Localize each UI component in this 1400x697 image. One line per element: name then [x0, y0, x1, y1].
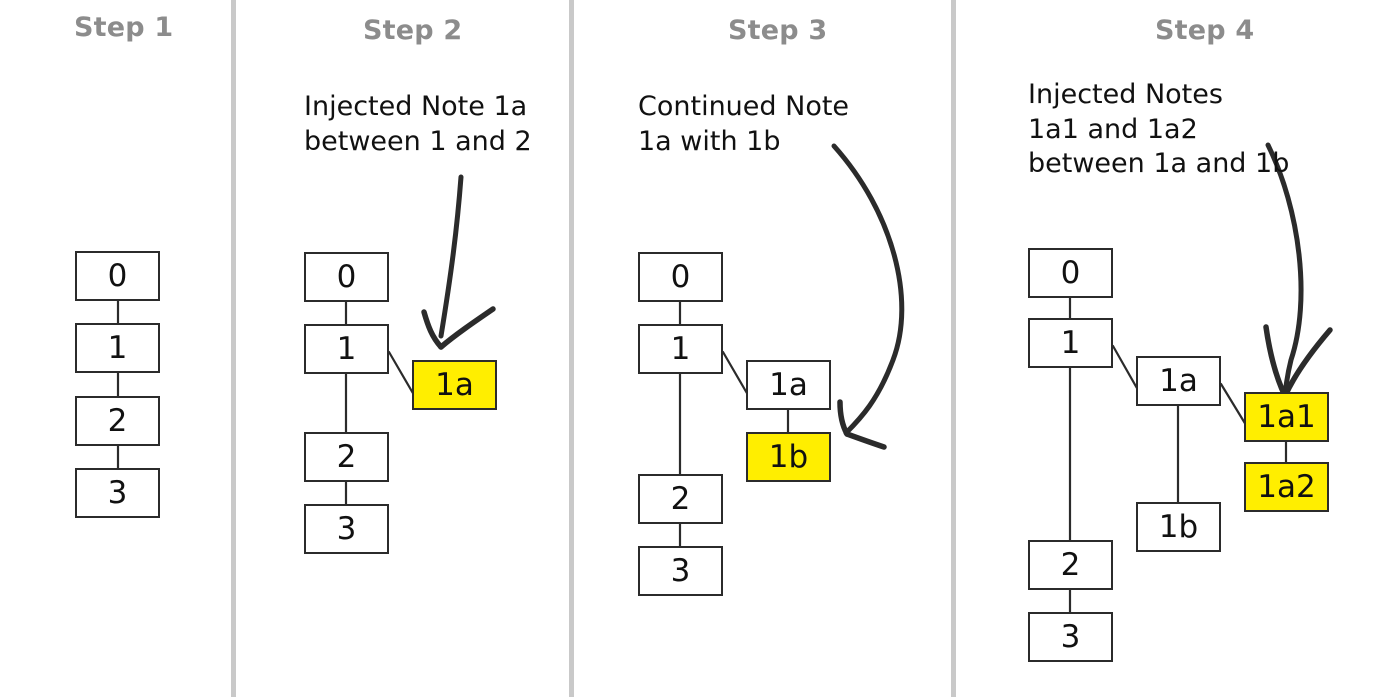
- step-3-node-1b[interactable]: 1b: [746, 432, 831, 482]
- arrow-barb-right: [1282, 327, 1333, 399]
- step-3-node-1a[interactable]: 1a: [746, 360, 831, 410]
- step-3-node-3[interactable]: 3: [638, 546, 723, 596]
- step-caption-3: Continued Note 1a with 1b: [638, 91, 850, 157]
- step-2-node-3[interactable]: 3: [304, 504, 389, 554]
- step-4-node-1[interactable]: 1: [1028, 318, 1113, 368]
- arrow-barb-right: [844, 431, 887, 450]
- step-1-node-1[interactable]: 1: [75, 323, 160, 373]
- arrow-shaft: [831, 143, 905, 436]
- step-4-edge-1a-1a1: [1219, 382, 1248, 427]
- step-3-node-0[interactable]: 0: [638, 252, 723, 302]
- step-1-node-2[interactable]: 2: [75, 396, 160, 446]
- divider-2: [569, 0, 574, 697]
- step-caption-2: Injected Note 1a between 1 and 2: [304, 91, 532, 157]
- step-4-node-2[interactable]: 2: [1028, 540, 1113, 590]
- step-title-2: Step 2: [363, 15, 463, 46]
- arrow-barb-left: [421, 309, 444, 350]
- step-4-node-0[interactable]: 0: [1028, 248, 1113, 298]
- step-2-node-0[interactable]: 0: [304, 252, 389, 302]
- step-2-edge-1-1a: [387, 350, 416, 397]
- step-4-node-1a[interactable]: 1a: [1136, 356, 1221, 406]
- divider-1: [231, 0, 236, 697]
- step-4-node-3[interactable]: 3: [1028, 612, 1113, 662]
- step-title-1: Step 1: [74, 12, 174, 43]
- step-2-node-2[interactable]: 2: [304, 432, 389, 482]
- step-1-node-3[interactable]: 3: [75, 468, 160, 518]
- step-2-annotation-arrow: [421, 174, 496, 350]
- step-3-node-1[interactable]: 1: [638, 324, 723, 374]
- divider-3: [951, 0, 956, 697]
- step-3-node-2[interactable]: 2: [638, 474, 723, 524]
- step-title-3: Step 3: [728, 15, 828, 46]
- arrow-barb-right: [438, 306, 496, 350]
- step-4-edge-1-1a: [1111, 344, 1140, 392]
- step-4-node-1a1[interactable]: 1a1: [1244, 392, 1329, 442]
- step-1-node-0[interactable]: 0: [75, 251, 160, 301]
- arrow-barb-left: [837, 399, 850, 437]
- step-title-4: Step 4: [1155, 15, 1255, 46]
- step-3-annotation-arrow: [831, 143, 905, 450]
- step-4-node-1a2[interactable]: 1a2: [1244, 462, 1329, 512]
- arrow-barb-left: [1263, 324, 1288, 399]
- step-3-edge-1-1a: [721, 350, 750, 397]
- step-caption-4: Injected Notes 1a1 and 1a2 between 1a an…: [1028, 79, 1290, 180]
- step-2-node-1[interactable]: 1: [304, 324, 389, 374]
- arrow-shaft: [1265, 142, 1304, 399]
- step-2-node-1a[interactable]: 1a: [412, 360, 497, 410]
- step-4-node-1b[interactable]: 1b: [1136, 502, 1221, 552]
- arrow-shaft: [438, 174, 464, 339]
- step-4-annotation-arrow: [1263, 142, 1333, 399]
